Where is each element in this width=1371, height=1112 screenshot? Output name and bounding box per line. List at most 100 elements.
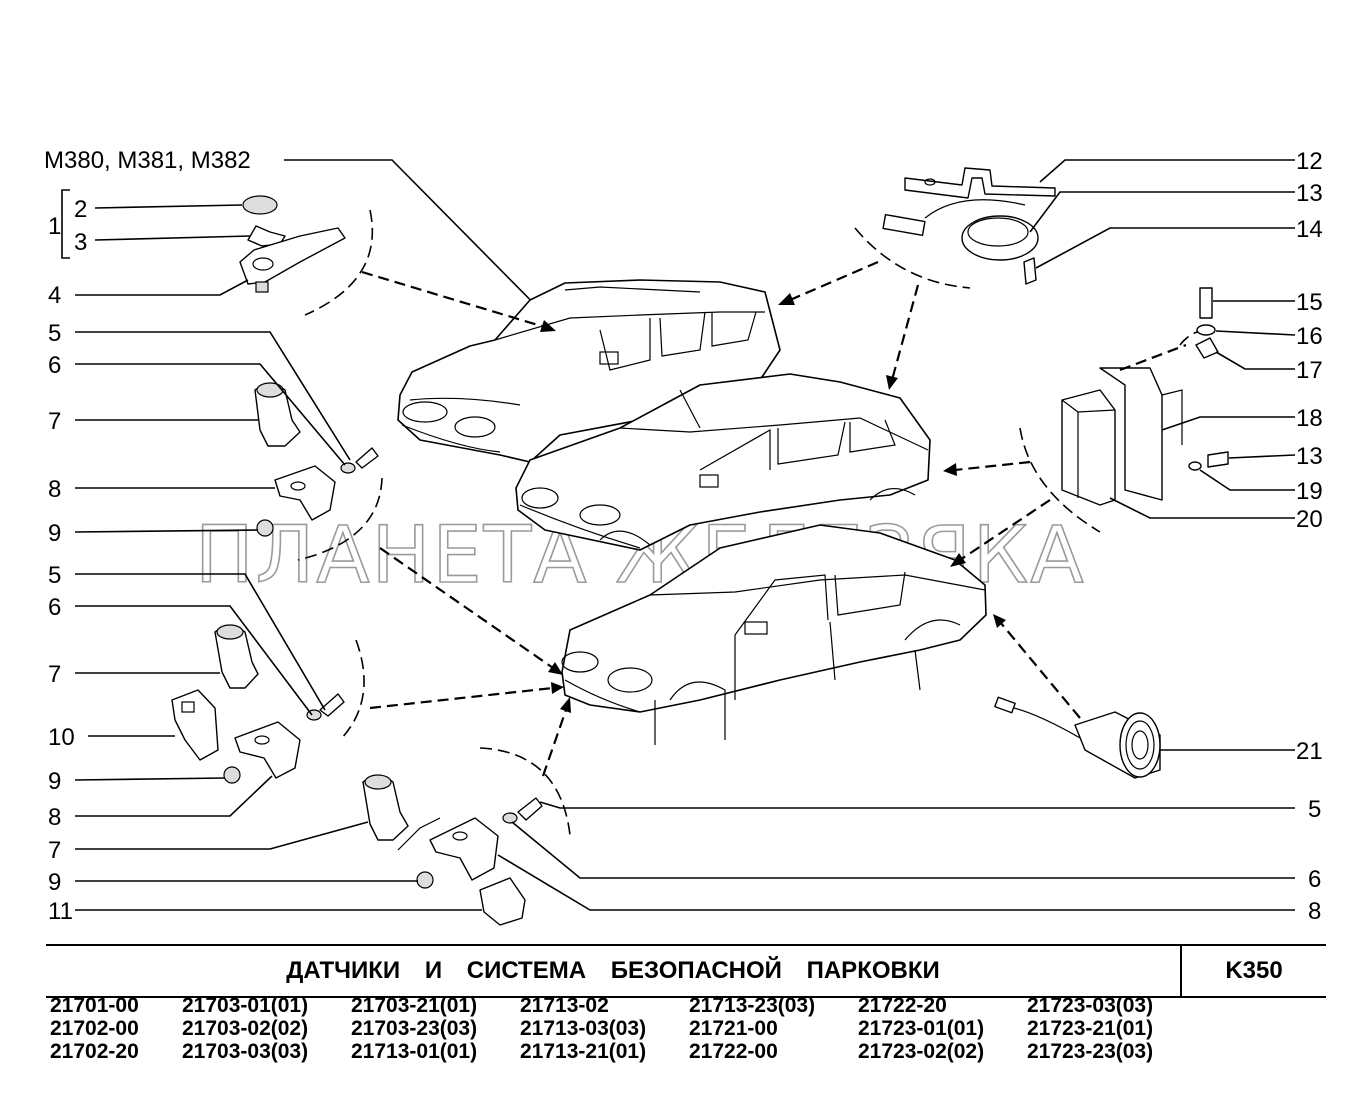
model-number: 21723-21(01) — [1027, 1017, 1154, 1040]
part-group-2 — [254, 382, 379, 537]
callout-5-b: 5 — [48, 562, 61, 589]
part-group-5 — [882, 167, 1056, 285]
callout-8-a: 8 — [48, 476, 61, 503]
model-number: 21703-02(02) — [182, 1017, 309, 1040]
part-11-connector — [479, 877, 526, 926]
part-13-plug — [882, 213, 926, 237]
callouts-right: 12 13 14 15 16 17 18 13 19 20 21 5 6 8 — [1296, 148, 1323, 925]
part-14-screw — [1023, 257, 1037, 285]
model-header-label: M380, M381, M382 — [44, 147, 251, 174]
leader-lines-left — [74, 204, 482, 911]
callout-11: 11 — [48, 898, 73, 925]
car-wagon — [397, 279, 781, 463]
part-19-washer — [1188, 461, 1202, 471]
callout-18: 18 — [1296, 405, 1323, 432]
model-number: 21713-02 — [520, 994, 609, 1017]
part-13-buzzer — [961, 215, 1039, 261]
part-8-bracket-a — [274, 465, 336, 521]
part-21-plug — [994, 696, 1016, 714]
car-sedan — [561, 524, 987, 745]
model-number: 21702-20 — [50, 1040, 139, 1063]
part-18-bracket — [1099, 367, 1163, 501]
callout-6-a: 6 — [48, 352, 61, 379]
callout-9-a: 9 — [48, 520, 61, 547]
part-6-washer-a — [340, 462, 356, 474]
model-number-table: 21701-00 21702-00 21702-20 21703-01(01) … — [50, 994, 1320, 1070]
model-number: 21713-21(01) — [520, 1040, 647, 1063]
callout-10: 10 — [48, 724, 75, 751]
part-9-nut-a — [256, 519, 274, 537]
callouts-left: 1 2 3 4 5 6 7 8 9 5 6 7 10 9 8 7 9 11 — [48, 196, 87, 925]
part-3-clip — [247, 225, 286, 247]
part-5-screw-c — [517, 797, 543, 821]
part-group-6 — [1061, 287, 1229, 506]
grouping-arcs — [297, 209, 1206, 836]
part-5-screw-a — [355, 447, 379, 469]
part-2-cap — [242, 195, 278, 215]
part-15-screw — [1199, 287, 1213, 319]
model-number: 21703-03(03) — [182, 1040, 309, 1063]
callout-21: 21 — [1296, 738, 1323, 765]
callout-5-a: 5 — [48, 320, 61, 347]
model-number: 21723-01(01) — [858, 1017, 985, 1040]
model-number: 21702-00 — [50, 1017, 139, 1040]
callout-7-b: 7 — [48, 661, 61, 688]
model-number: 21713-01(01) — [351, 1040, 478, 1063]
leader-lines-right — [497, 159, 1296, 911]
car-hatchback — [515, 373, 931, 551]
part-6-washer-c — [502, 812, 518, 824]
part-group-1 — [61, 189, 346, 293]
part-group-4 — [362, 774, 543, 926]
callout-14: 14 — [1296, 216, 1323, 243]
diagram-title: ДАТЧИКИ И СИСТЕМА БЕЗОПАСНОЙ ПАРКОВКИ — [286, 957, 940, 984]
part-9-nut-b — [223, 766, 241, 784]
callout-7-c: 7 — [48, 837, 61, 864]
callout-13-b: 13 — [1296, 443, 1323, 470]
callout-15: 15 — [1296, 289, 1323, 316]
diagram-code: K350 — [1225, 957, 1283, 984]
part-16-washer — [1196, 324, 1216, 336]
title-block: ДАТЧИКИ И СИСТЕМА БЕЗОПАСНОЙ ПАРКОВКИ K3… — [46, 944, 1326, 998]
callout-7-a: 7 — [48, 408, 61, 435]
part-8-bracket-b — [234, 721, 301, 779]
part-group-7 — [994, 696, 1161, 779]
bracket-1 — [61, 189, 70, 259]
part-9-nut-c — [416, 871, 434, 889]
model-number: 21701-00 — [50, 994, 139, 1017]
model-number: 21703-21(01) — [351, 994, 478, 1017]
model-number: 21721-00 — [689, 1017, 778, 1040]
callout-6-b: 6 — [48, 594, 61, 621]
model-number: 21703-01(01) — [182, 994, 309, 1017]
model-number: 21723-23(03) — [1027, 1040, 1154, 1063]
part-8-bracket-c — [429, 817, 499, 881]
callout-13-a: 13 — [1296, 180, 1323, 207]
title-divider — [1180, 946, 1182, 996]
model-number: 21713-03(03) — [520, 1017, 647, 1040]
part-20-control-unit — [1061, 389, 1116, 506]
part-13-screw — [1207, 451, 1229, 468]
callout-4: 4 — [48, 282, 61, 309]
part-5-screw-b — [319, 693, 345, 717]
header-leader-line — [284, 159, 561, 331]
callout-9-b: 9 — [48, 768, 61, 795]
callout-19: 19 — [1296, 478, 1323, 505]
model-number: 21723-03(03) — [1027, 994, 1154, 1017]
part-group-3 — [171, 624, 345, 784]
callout-8-c: 8 — [1308, 898, 1321, 925]
part-12-bracket — [904, 167, 1056, 199]
model-number: 21722-00 — [689, 1040, 778, 1063]
callout-12: 12 — [1296, 148, 1323, 175]
callout-20: 20 — [1296, 506, 1323, 533]
part-10-connector — [171, 689, 219, 761]
model-number: 21703-23(03) — [351, 1017, 478, 1040]
assembly-arrows — [361, 260, 1081, 777]
callout-17: 17 — [1296, 357, 1323, 384]
callout-2: 2 — [74, 196, 87, 223]
model-number: 21713-23(03) — [689, 994, 816, 1017]
model-number: 21723-02(02) — [858, 1040, 985, 1063]
callout-3: 3 — [74, 229, 87, 256]
callout-5-c: 5 — [1308, 796, 1321, 823]
callout-8-b: 8 — [48, 804, 61, 831]
callout-1: 1 — [48, 213, 61, 240]
